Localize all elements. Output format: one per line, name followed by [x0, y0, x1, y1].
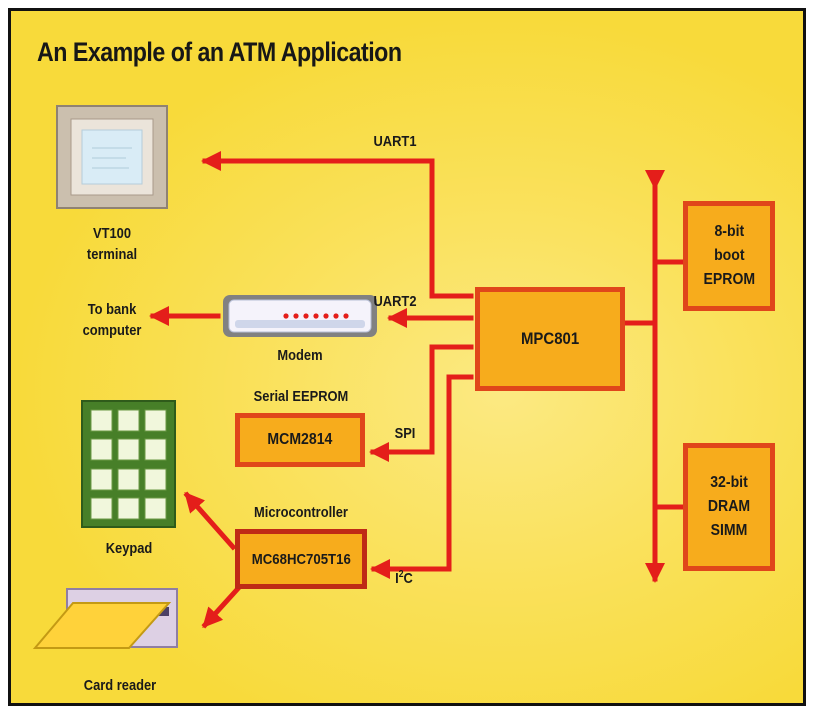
i2c-superscript: 2 [398, 569, 404, 580]
microcontroller-caption: Microcontroller [254, 504, 348, 521]
mcm2814-box: MCM2814 [235, 413, 365, 467]
dram-simm-box: 32-bit DRAM SIMM [683, 443, 775, 571]
diagram-frame: An Example of an ATM Application [8, 8, 806, 706]
i2c-base: I [395, 570, 399, 587]
mcm2814-label: MCM2814 [267, 431, 333, 448]
modem-caption: Modem [277, 347, 323, 364]
connection-diagram [32, 105, 686, 649]
card-reader-icon [32, 588, 178, 649]
i2c-tail: C [403, 570, 413, 587]
terminal-caption: VT100 terminal [86, 225, 138, 263]
mpc801-label: MPC801 [520, 329, 580, 348]
mpc801-box: MPC801 [475, 287, 625, 391]
keypad-caption: Keypad [105, 540, 153, 557]
i2c-label: I2C [384, 543, 424, 589]
diagram-title: An Example of an ATM Application [37, 37, 402, 67]
bank-computer-caption: To bank computer [82, 301, 142, 339]
dram-simm-label: 32-bit DRAM SIMM [707, 474, 751, 539]
mc68hc705t16-box: MC68HC705T16 [235, 529, 367, 589]
uart2-label: UART2 [373, 293, 417, 310]
boot-eprom-box: 8-bit boot EPROM [683, 201, 775, 311]
modem-leds-icon [283, 313, 349, 319]
boot-eprom-label: 8-bit boot EPROM [703, 223, 755, 288]
spi-label: SPI [394, 425, 416, 442]
serial-eeprom-caption: Serial EEPROM [253, 388, 349, 405]
connector-lines [149, 151, 686, 629]
modem-icon [223, 295, 377, 337]
vt100-terminal-icon [56, 105, 168, 209]
uart1-label: UART1 [373, 133, 417, 150]
keypad-icon [81, 400, 176, 528]
mc68hc705t16-label: MC68HC705T16 [251, 550, 351, 568]
card-reader-caption: Card reader [83, 677, 157, 694]
